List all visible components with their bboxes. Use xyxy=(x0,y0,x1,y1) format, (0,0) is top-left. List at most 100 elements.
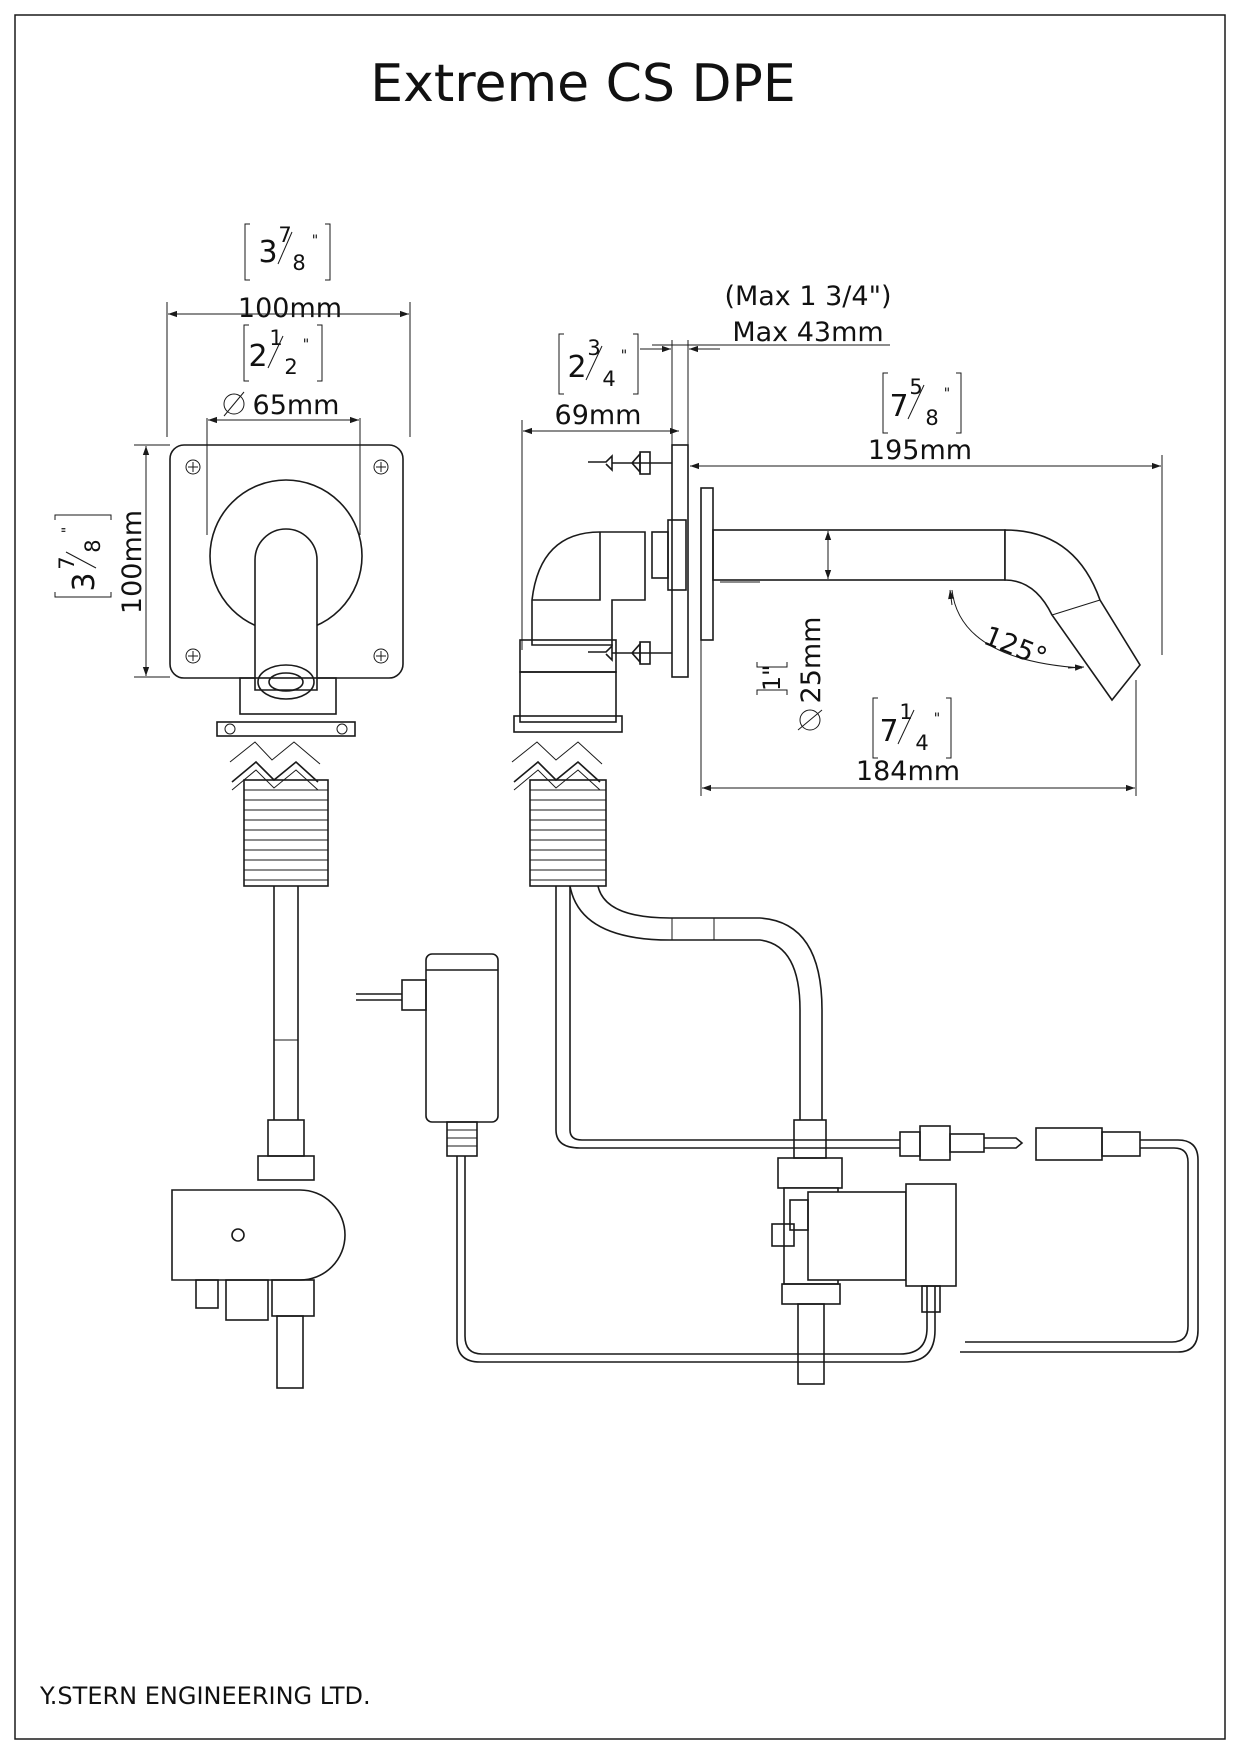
valve-body xyxy=(225,1279,269,1321)
svg-text:": " xyxy=(934,711,940,727)
mounting-bracket xyxy=(239,677,337,715)
solenoid-foot xyxy=(195,1279,219,1309)
bracket-right xyxy=(325,223,331,281)
bracket-left xyxy=(243,324,249,382)
aerator-ring xyxy=(268,672,304,692)
front-width-mm: 100mm xyxy=(238,293,342,324)
front-diameter-inch-den: 2 xyxy=(284,355,297,379)
front-width-inch-num: 7 xyxy=(278,223,291,247)
front-height-inch-num: 7 xyxy=(55,556,79,569)
power-adapter xyxy=(356,953,936,1363)
break-line xyxy=(513,769,601,791)
side-length-inch-whole: 7 xyxy=(879,714,898,749)
front-diameter-inch-whole: 2 xyxy=(248,339,267,374)
spout-diameter-mm: 25mm xyxy=(796,617,827,704)
side-depth-mm: 69mm xyxy=(555,400,642,431)
spout-side xyxy=(712,529,1141,702)
svg-text:": " xyxy=(312,233,318,249)
spout-flange xyxy=(700,487,714,641)
fraction-slash xyxy=(585,345,603,381)
supply-hose xyxy=(569,885,801,1120)
svg-text:": " xyxy=(60,527,76,533)
sensor-cable xyxy=(965,1147,1189,1343)
bracket-left xyxy=(882,372,888,434)
solenoid-valve xyxy=(771,1119,957,1385)
side-reach-inch-num: 5 xyxy=(909,375,922,399)
bracket-right xyxy=(956,372,962,434)
solenoid-box xyxy=(171,1189,346,1281)
bracket-right xyxy=(946,697,952,759)
side-depth-inch-den: 4 xyxy=(602,367,615,391)
elbow-seam xyxy=(532,532,601,601)
diameter-symbol xyxy=(799,709,821,731)
side-depth-inch-whole: 2 xyxy=(567,350,586,385)
bracket-top xyxy=(54,514,112,520)
elbow-body xyxy=(531,531,646,646)
diameter-symbol xyxy=(223,393,245,415)
outlet-nut xyxy=(271,1279,315,1317)
hex-nut xyxy=(257,1155,315,1181)
side-spout-reach-dimension: 7 5 8 " 195mm xyxy=(690,372,1163,655)
side-view: (Max 1 3/4") Max 43mm 2 3 4 " 69mm 7 xyxy=(356,281,1199,1385)
front-height-inch-den: 8 xyxy=(81,539,105,552)
side-body-depth-dimension: 2 3 4 " 69mm xyxy=(521,333,679,650)
diameter-symbol xyxy=(223,391,245,417)
spout-diameter-inch: 1" xyxy=(758,665,786,691)
front-view: 100mm 3 7 8 " 2 1 2 " 65mm xyxy=(54,223,411,1389)
side-spout-length-dimension: 7 1 4 " 184mm xyxy=(700,640,1137,796)
mounting-screws xyxy=(185,459,389,664)
front-diameter-inch-num: 1 xyxy=(269,326,282,350)
corrugated-sleeve xyxy=(529,779,607,887)
power-cable xyxy=(464,1156,928,1355)
break-line xyxy=(511,741,603,765)
fraction-slash xyxy=(267,335,284,369)
spout-angle: 125° xyxy=(979,621,1051,674)
sensor-cable xyxy=(569,886,900,1141)
svg-text:": " xyxy=(944,386,950,402)
bracket-left xyxy=(244,223,250,281)
power-cable xyxy=(456,1156,936,1363)
supply-hose xyxy=(597,885,823,1120)
washer xyxy=(651,531,669,579)
front-diameter-mm: 65mm xyxy=(253,390,340,421)
company-name: Y.STERN ENGINEERING LTD. xyxy=(39,1682,371,1710)
bracket-right xyxy=(633,333,639,395)
fraction-slash xyxy=(277,231,293,265)
inlet-connectors xyxy=(588,451,672,665)
bracket-right xyxy=(317,324,323,382)
outlet-pipe xyxy=(276,1315,304,1389)
svg-text:": " xyxy=(303,337,309,353)
side-depth-inch-num: 3 xyxy=(587,336,600,360)
front-height-mm: 100mm xyxy=(117,510,148,614)
indicator-led xyxy=(231,1228,245,1242)
break-line xyxy=(229,741,321,765)
side-max-depth-dimension: (Max 1 3/4") Max 43mm xyxy=(640,281,892,445)
front-width-inch-whole: 3 xyxy=(258,235,277,270)
side-length-inch-den: 4 xyxy=(915,731,928,755)
cable-connector xyxy=(899,1125,1141,1161)
fraction-slash xyxy=(65,551,97,569)
bracket-left xyxy=(558,333,564,395)
side-length-inch-num: 1 xyxy=(899,700,912,724)
wall-plate xyxy=(671,444,689,678)
bracket-bottom xyxy=(54,592,112,598)
side-reach-mm: 195mm xyxy=(868,435,972,466)
clamp-ring xyxy=(513,715,623,733)
front-diameter-dimension: 2 1 2 " 65mm xyxy=(206,324,361,535)
hose xyxy=(273,886,299,1120)
side-length-mm: 184mm xyxy=(856,756,960,787)
sensor-cable xyxy=(555,886,900,1149)
spout-diameter-dimension: 25mm 1" xyxy=(756,531,832,731)
break-line xyxy=(231,769,319,791)
side-max-depth-mm: Max 43mm xyxy=(732,317,883,348)
corrugated-sleeve xyxy=(243,779,329,887)
fraction-slash xyxy=(907,384,925,420)
drawing-title: Extreme CS DPE xyxy=(370,54,796,114)
side-reach-inch-den: 8 xyxy=(925,406,938,430)
side-max-depth-inch: (Max 1 3/4") xyxy=(724,281,891,312)
front-height-inch-whole: 3 xyxy=(67,572,102,591)
lock-nut xyxy=(667,519,687,591)
sheet-border xyxy=(14,14,1226,1740)
